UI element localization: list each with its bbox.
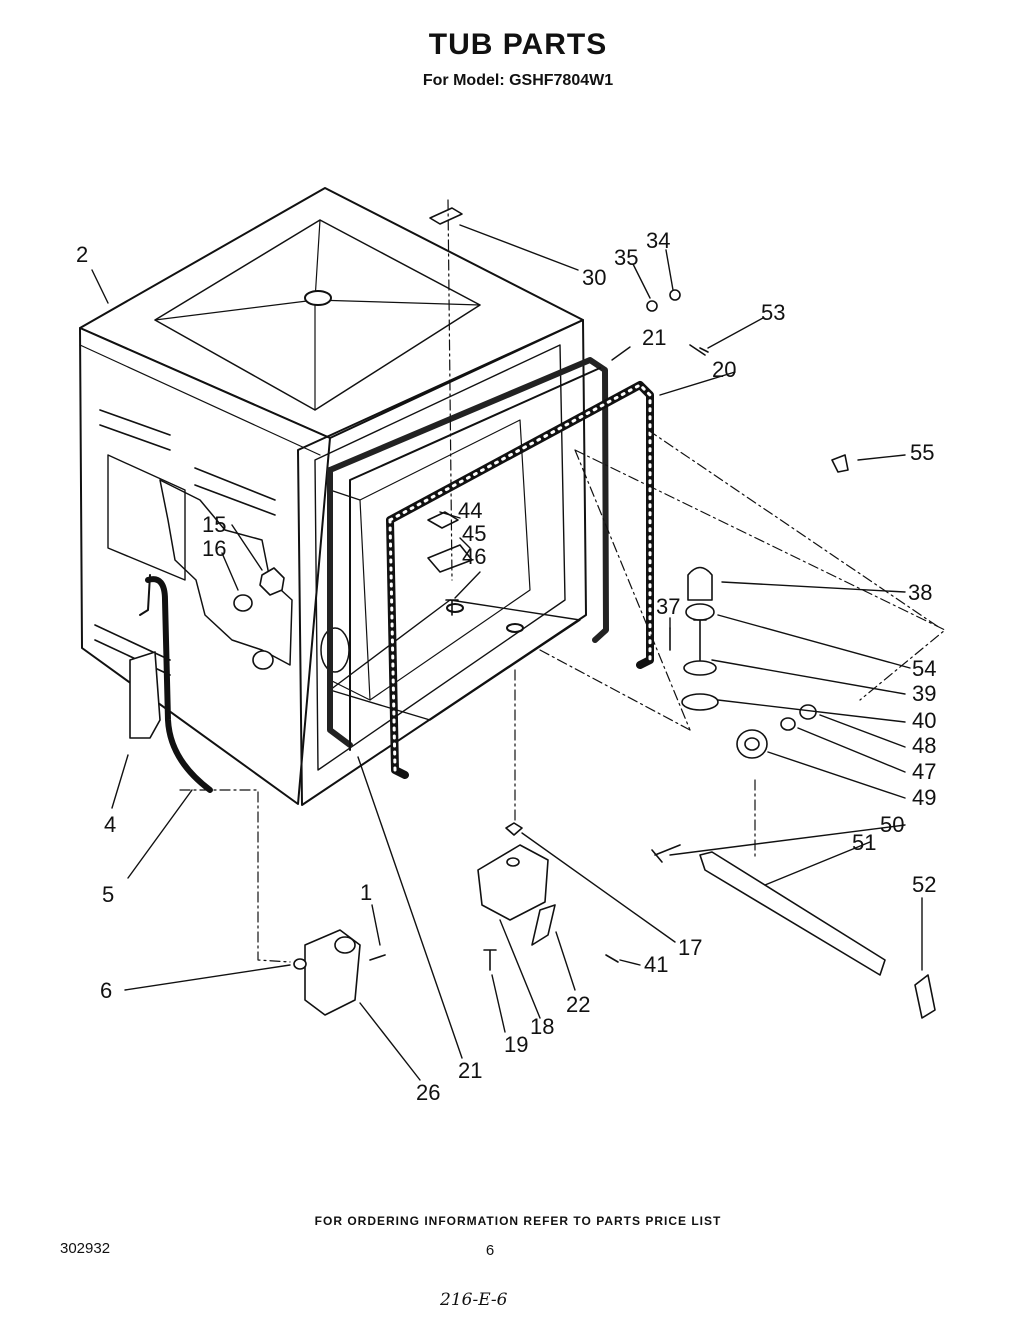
document-part-number: 302932 bbox=[60, 1240, 111, 1257]
part-38-cap bbox=[687, 566, 713, 601]
part-5-hose bbox=[145, 576, 213, 793]
callout-1: 1 bbox=[360, 880, 372, 905]
part-45-bracket bbox=[427, 544, 473, 573]
callout-16: 16 bbox=[202, 536, 226, 561]
callout-40: 40 bbox=[912, 708, 936, 733]
leader-lines bbox=[91, 224, 923, 1081]
callout-5: 5 bbox=[102, 882, 114, 907]
callout-4: 4 bbox=[104, 812, 116, 837]
callout-21b: 21 bbox=[458, 1058, 482, 1083]
callout-37: 37 bbox=[656, 594, 680, 619]
part-47-washer bbox=[780, 717, 796, 731]
part-19-screw bbox=[483, 949, 497, 971]
callout-44: 44 bbox=[458, 498, 482, 523]
callout-41: 41 bbox=[644, 952, 668, 977]
callout-20: 20 bbox=[712, 357, 736, 382]
part-30-plate bbox=[429, 207, 463, 225]
part-6-ring bbox=[293, 958, 307, 970]
callout-26: 26 bbox=[416, 1080, 440, 1105]
page-title: TUB PARTS bbox=[428, 28, 608, 61]
callout-47: 47 bbox=[912, 759, 936, 784]
part-35-nut bbox=[646, 300, 658, 312]
part-18-bracket bbox=[477, 844, 549, 921]
part-1-screw bbox=[369, 954, 386, 961]
part-plug bbox=[252, 650, 274, 670]
callout-38: 38 bbox=[908, 580, 932, 605]
part-39-disc bbox=[683, 660, 717, 676]
callout-49: 49 bbox=[912, 785, 936, 810]
part-34-washer bbox=[669, 289, 681, 301]
part-50-bolt bbox=[651, 844, 681, 863]
ordering-note: FOR ORDERING INFORMATION REFER TO PARTS … bbox=[314, 1214, 722, 1228]
part-52-bracket bbox=[914, 974, 936, 1019]
part-4-bracket bbox=[129, 651, 161, 739]
callout-45: 45 bbox=[462, 521, 486, 546]
part-46-screw bbox=[445, 599, 459, 616]
small-parts bbox=[129, 207, 936, 1019]
callout-48: 48 bbox=[912, 733, 936, 758]
part-48-bushing bbox=[799, 704, 817, 720]
part-44-pad bbox=[427, 511, 459, 529]
part-53-screw bbox=[689, 344, 709, 356]
callout-53: 53 bbox=[761, 300, 785, 325]
callout-46: 46 bbox=[462, 544, 486, 569]
callout-52: 52 bbox=[912, 872, 936, 897]
callout-50: 50 bbox=[880, 812, 904, 837]
model-subtitle: For Model: GSHF7804W1 bbox=[422, 72, 614, 89]
callout-labels: 2 30 35 34 53 21 20 55 44 45 46 15 16 38… bbox=[76, 228, 936, 1105]
part-40-plate bbox=[681, 693, 719, 711]
callout-18: 18 bbox=[530, 1014, 554, 1039]
page-number: 6 bbox=[485, 1242, 495, 1259]
callout-21a: 21 bbox=[642, 325, 666, 350]
callout-39: 39 bbox=[912, 681, 936, 706]
handwritten-code: 216-E-6 bbox=[440, 1290, 508, 1310]
callout-17: 17 bbox=[678, 935, 702, 960]
door-gaskets bbox=[327, 357, 654, 779]
callout-22: 22 bbox=[566, 992, 590, 1017]
callout-54: 54 bbox=[912, 656, 936, 681]
part-54-washer bbox=[685, 603, 715, 621]
part-39-shaft bbox=[693, 619, 707, 663]
callout-51: 51 bbox=[852, 830, 876, 855]
callout-2: 2 bbox=[76, 242, 88, 267]
callout-19: 19 bbox=[504, 1032, 528, 1057]
part-15-nut bbox=[259, 567, 285, 596]
part-22-lever bbox=[531, 904, 556, 946]
part-17-nut bbox=[505, 822, 523, 836]
callout-6: 6 bbox=[100, 978, 112, 1003]
callout-34: 34 bbox=[646, 228, 670, 253]
callout-30: 30 bbox=[582, 265, 606, 290]
part-55-clip bbox=[831, 454, 849, 473]
assembly-lines bbox=[179, 199, 946, 963]
part-51-rail bbox=[699, 851, 886, 976]
callout-35: 35 bbox=[614, 245, 638, 270]
callout-55: 55 bbox=[910, 440, 934, 465]
callout-15: 15 bbox=[202, 512, 226, 537]
part-41-screw bbox=[605, 954, 619, 963]
part-16-washer bbox=[233, 594, 253, 612]
